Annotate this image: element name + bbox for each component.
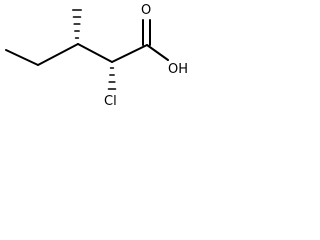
hydroxyl-label: OH: [168, 62, 188, 77]
bond-c3-c2: [77, 43, 113, 63]
chlorine-label: Cl: [104, 94, 117, 109]
oxygen-label: O: [141, 3, 151, 18]
bond-c2-c1: [111, 44, 148, 63]
hashed-wedge-chlorine: [107, 67, 117, 90]
chemical-structure-diagram: O OH Cl: [5, 3, 188, 109]
hashed-wedge-methyl: [72, 9, 82, 39]
bond-c1-oh: [146, 44, 169, 61]
bond-ch3-ch2: [5, 49, 39, 66]
bond-ch2-c3: [37, 43, 79, 66]
